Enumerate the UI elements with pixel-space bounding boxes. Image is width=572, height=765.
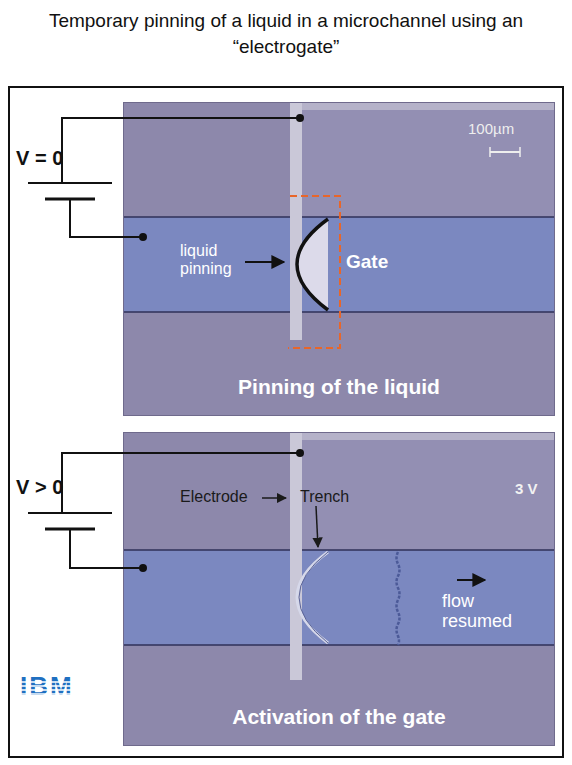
- top-strip: [302, 433, 554, 440]
- contact-dot: [139, 564, 147, 572]
- meniscus-gap: [297, 219, 328, 310]
- voltage-label: V = 0: [16, 147, 106, 169]
- battery-plate: [28, 182, 112, 184]
- electrode-strip: [290, 103, 302, 340]
- battery-plate: [28, 512, 112, 514]
- electrode-strip: [290, 433, 302, 680]
- microchannel: [124, 550, 554, 645]
- panel-caption: Pinning of the liquid: [124, 375, 554, 399]
- electrode-label: Electrode: [180, 488, 270, 506]
- contact-dot: [296, 449, 304, 457]
- voltage-readout: 3 V: [515, 481, 555, 498]
- top-strip: [302, 103, 554, 110]
- upper-region: [302, 110, 554, 217]
- flow-label: flow resumed: [442, 592, 532, 632]
- callout-label: liquid pinning: [180, 242, 242, 277]
- scale-bar: [489, 147, 491, 157]
- company-logo: IBM: [20, 672, 110, 701]
- microchannel: [124, 217, 554, 312]
- scale-bar: [490, 151, 520, 153]
- outer-frame: [9, 87, 563, 757]
- contact-dot: [139, 233, 147, 241]
- channel-wall: [124, 549, 554, 551]
- flow-arrow: [457, 579, 485, 581]
- meniscus: [297, 219, 328, 310]
- flow-front: [397, 552, 400, 645]
- contact-dot: [296, 114, 304, 122]
- pointer-arrow: [262, 497, 286, 499]
- pointer-arrow: [316, 506, 318, 547]
- scale-bar: [519, 147, 521, 157]
- trench: [299, 552, 328, 643]
- gate-label: Gate: [346, 252, 416, 273]
- figure-title: Temporary pinning of a liquid in a micro…: [20, 8, 552, 60]
- panel-caption: Activation of the gate: [124, 705, 554, 729]
- pointer-arrow: [245, 261, 284, 263]
- voltage-label: V > 0: [16, 476, 106, 498]
- trench: [297, 552, 328, 643]
- trench-label: Trench: [300, 488, 370, 506]
- scale-label: 100µm: [468, 121, 548, 138]
- channel-wall: [124, 644, 554, 646]
